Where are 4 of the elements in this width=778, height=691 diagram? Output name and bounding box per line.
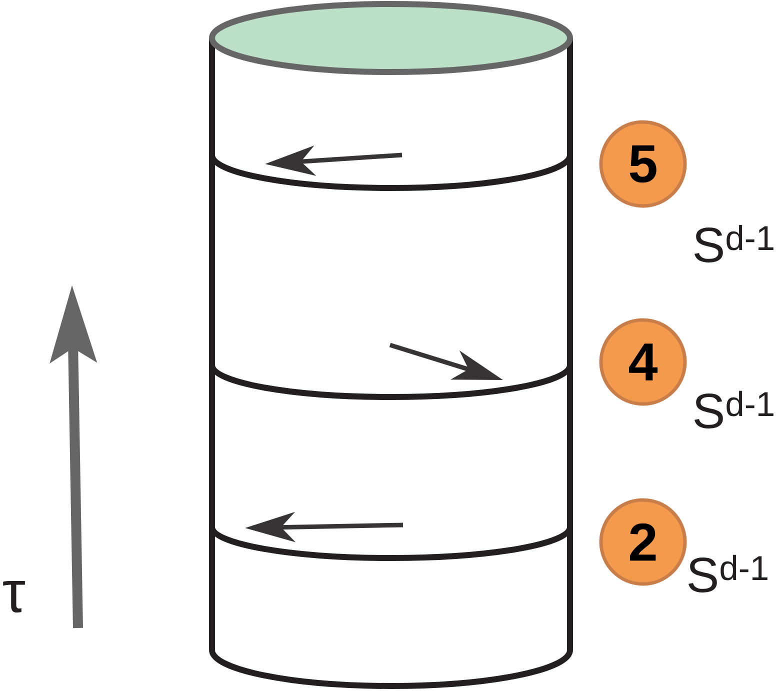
math-label: S$^{d-1}$ [688, 554, 768, 592]
math-label: S$^{d-1}$ [694, 390, 774, 428]
axis-label: τ [3, 581, 25, 613]
math-label: S$^{d-1}$ [694, 224, 774, 262]
